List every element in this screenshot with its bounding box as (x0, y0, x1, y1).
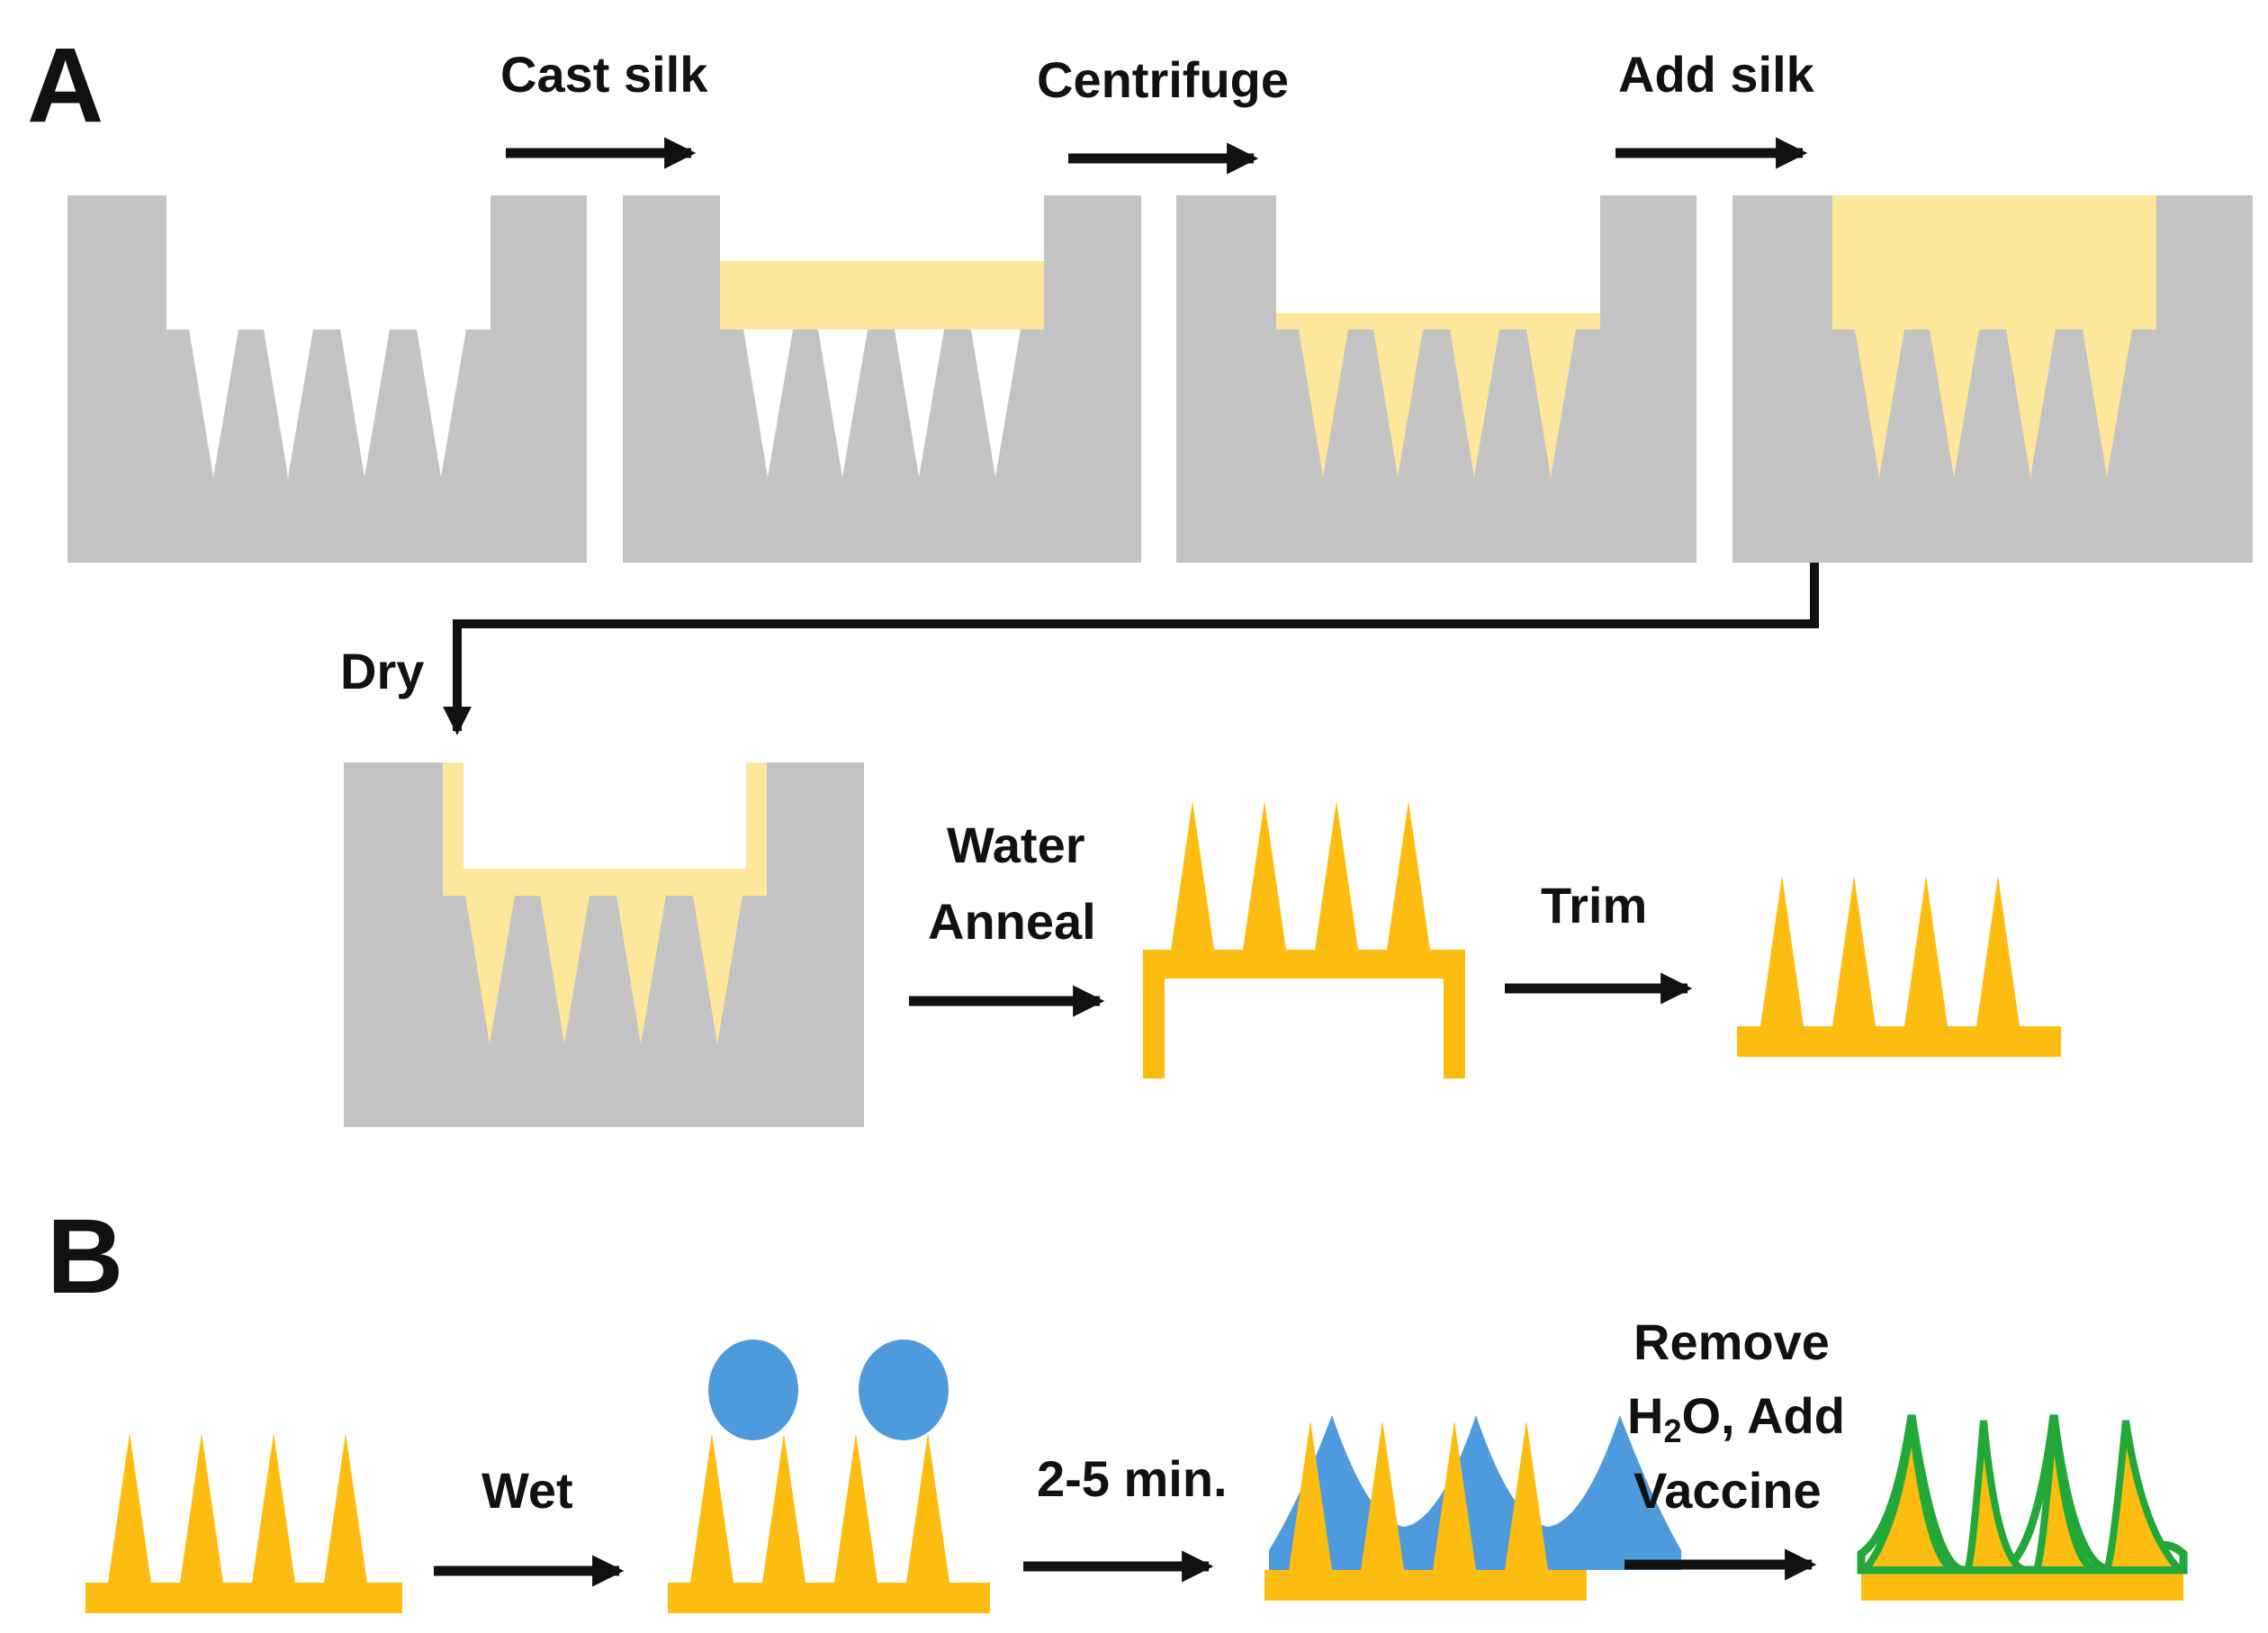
silk-base (668, 1583, 990, 1613)
microneedles-dry (86, 1433, 402, 1613)
silk-needle (690, 1433, 734, 1583)
silk-needle (906, 1433, 950, 1583)
needle-cavity (895, 329, 944, 477)
silk-base (1737, 1026, 2061, 1057)
label-subscript-2: 2 (1663, 1412, 1681, 1449)
label-dry: Dry (340, 643, 424, 699)
mold-added-silk (1732, 195, 2253, 563)
silk-filled-cavity (2006, 329, 2056, 477)
label-remove: Remove (1634, 1313, 1830, 1370)
mold-body (623, 195, 1141, 563)
mold-body (344, 762, 864, 1127)
mold-body (1732, 195, 2253, 563)
silk-needle (1387, 801, 1430, 950)
silk-needle (1760, 876, 1804, 1026)
silk-needle (1904, 876, 1948, 1026)
silk-needle (324, 1433, 367, 1583)
silk-filled-cavity (693, 896, 742, 1044)
silk-needle (1289, 1421, 1332, 1570)
label-add-silk: Add silk (1618, 46, 1815, 103)
trimmed-microneedles (1737, 876, 2061, 1057)
silk-base-with-walls (1143, 950, 1465, 1078)
silk-filled-cavity (1526, 329, 1576, 477)
label-remove-h2o-add: H2O, Add (1627, 1387, 1845, 1449)
needle-cavity (743, 329, 793, 477)
needle-cavity (340, 329, 390, 477)
mold-dried (344, 762, 864, 1127)
label-h: H (1627, 1387, 1663, 1444)
silk-needle (1361, 1421, 1404, 1570)
silk-needle (1171, 801, 1214, 950)
label-cast-silk: Cast silk (500, 46, 708, 103)
label-wet: Wet (482, 1462, 573, 1519)
silk-needle (180, 1433, 223, 1583)
label-water: Water (947, 816, 1085, 873)
silk-solution-layer (720, 261, 1044, 329)
silk-solution-layer (1276, 313, 1600, 329)
label-2-5-min: 2-5 min. (1037, 1450, 1228, 1507)
mold-body (68, 195, 587, 563)
silk-solution-reservoir (1832, 195, 2156, 329)
mold-body (1176, 195, 1696, 563)
mold-empty (68, 195, 587, 563)
needle-cavity (189, 329, 238, 477)
water-droplet (708, 1340, 798, 1440)
microneedles-wet (668, 1340, 990, 1613)
silk-needle (1832, 876, 1876, 1026)
water-film (1269, 1415, 1681, 1570)
silk-filled-cavity (465, 896, 515, 1044)
silk-base (1264, 1570, 1587, 1601)
water-droplet (859, 1340, 949, 1440)
label-vaccine: Vaccine (1634, 1462, 1822, 1519)
silk-needle (762, 1433, 806, 1583)
silk-needle (1505, 1421, 1548, 1570)
silk-filled-cavity (1373, 329, 1423, 477)
silk-needle (834, 1433, 878, 1583)
silk-filled-cavity (616, 896, 666, 1044)
dried-silk-film (443, 762, 767, 896)
mold-centrifuged (1176, 195, 1696, 563)
label-o-add: O, Add (1681, 1387, 1844, 1444)
silk-needle (108, 1433, 151, 1583)
silk-base (1861, 1570, 2183, 1601)
needle-cavity (264, 329, 313, 477)
silk-needle (252, 1433, 295, 1583)
silk-needle (1433, 1421, 1476, 1570)
silk-filled-cavity (2083, 329, 2132, 477)
panel-letter-a: A (27, 26, 104, 145)
vaccine-coated-needles (1857, 1420, 2189, 1574)
silk-filled-cavity (1930, 329, 1979, 477)
silk-filled-cavity (540, 896, 590, 1044)
arrow-dry (442, 563, 1819, 735)
needle-cavity (818, 329, 868, 477)
silk-needle (1976, 876, 2020, 1026)
label-centrifuge: Centrifuge (1037, 51, 1289, 108)
silk-filled-cavity (1450, 329, 1499, 477)
silk-needle (1315, 801, 1358, 950)
silk-filled-cavity (1299, 329, 1348, 477)
microneedles-water-spread (1264, 1415, 1681, 1601)
annealed-microneedles (1143, 801, 1465, 1078)
silk-needle (1243, 801, 1286, 950)
microneedles-vaccine-coated (1857, 1414, 2189, 1601)
label-anneal: Anneal (928, 893, 1096, 950)
label-trim: Trim (1541, 877, 1647, 934)
silk-base (86, 1583, 402, 1613)
needle-cavity (971, 329, 1021, 477)
mold-cast-silk (623, 195, 1141, 563)
silk-filled-cavity (1855, 329, 1904, 477)
panel-letter-b: B (47, 1197, 123, 1316)
needle-cavity (417, 329, 466, 477)
